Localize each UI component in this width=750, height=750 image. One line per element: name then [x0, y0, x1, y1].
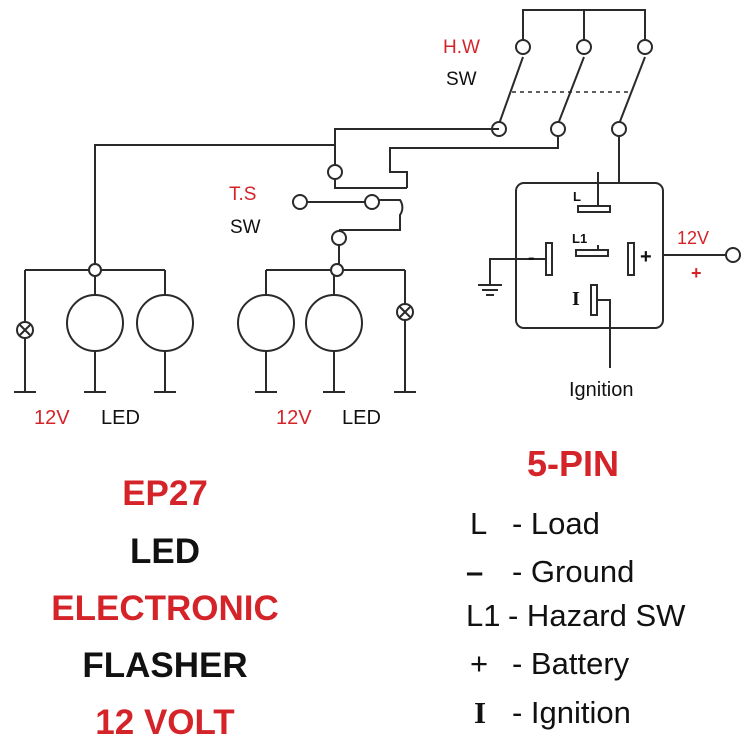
product-line-electronic: ELECTRONIC: [51, 589, 279, 628]
turn-signal-switch: [292, 164, 404, 268]
pin-ground-label: -: [528, 247, 535, 269]
product-line-led: LED: [130, 532, 200, 571]
pin-l1-label: L1: [572, 231, 588, 246]
pinout-desc-hazard: - Hazard SW: [508, 598, 686, 633]
pinout-symbol-ground: –: [466, 554, 484, 589]
ignition-label: Ignition: [569, 379, 634, 401]
flasher-unit: [478, 172, 741, 368]
pinout-symbol-load: L: [470, 506, 488, 541]
pinout-symbol-hazard: L1: [466, 598, 501, 633]
right-lamp-group: [237, 263, 416, 393]
pin-ignition-label: I: [572, 288, 580, 310]
pinout-symbol-ignition: I: [474, 695, 487, 730]
supply-plus-label: +: [691, 263, 702, 283]
pinout-desc-battery: - Battery: [512, 646, 630, 681]
pinout-desc-ignition: - Ignition: [512, 695, 631, 730]
right-group-voltage: 12V: [276, 407, 312, 429]
ts-switch-label-2: SW: [230, 217, 261, 238]
ts-switch-label-1: T.S: [229, 184, 257, 205]
right-group-type: LED: [342, 407, 381, 429]
hw-switch-label-1: H.W: [443, 37, 480, 58]
pinout-desc-ground: - Ground: [512, 554, 635, 589]
supply-voltage-label: 12V: [677, 228, 710, 248]
pinout-desc-load: - Load: [512, 506, 600, 541]
hazard-switch: [491, 9, 653, 137]
product-line-voltage: 12 VOLT: [95, 703, 235, 742]
pinout-title: 5-PIN: [527, 443, 620, 484]
hw-switch-label-2: SW: [446, 69, 477, 90]
left-group-type: LED: [101, 407, 140, 429]
product-line-flasher: FLASHER: [82, 646, 248, 685]
product-model: EP27: [122, 474, 208, 513]
left-lamp-group: [14, 263, 194, 393]
pin-battery-label: +: [640, 246, 652, 268]
pin-l-label: L: [573, 189, 581, 204]
pinout-symbol-battery: +: [470, 646, 489, 681]
left-group-voltage: 12V: [34, 407, 70, 429]
